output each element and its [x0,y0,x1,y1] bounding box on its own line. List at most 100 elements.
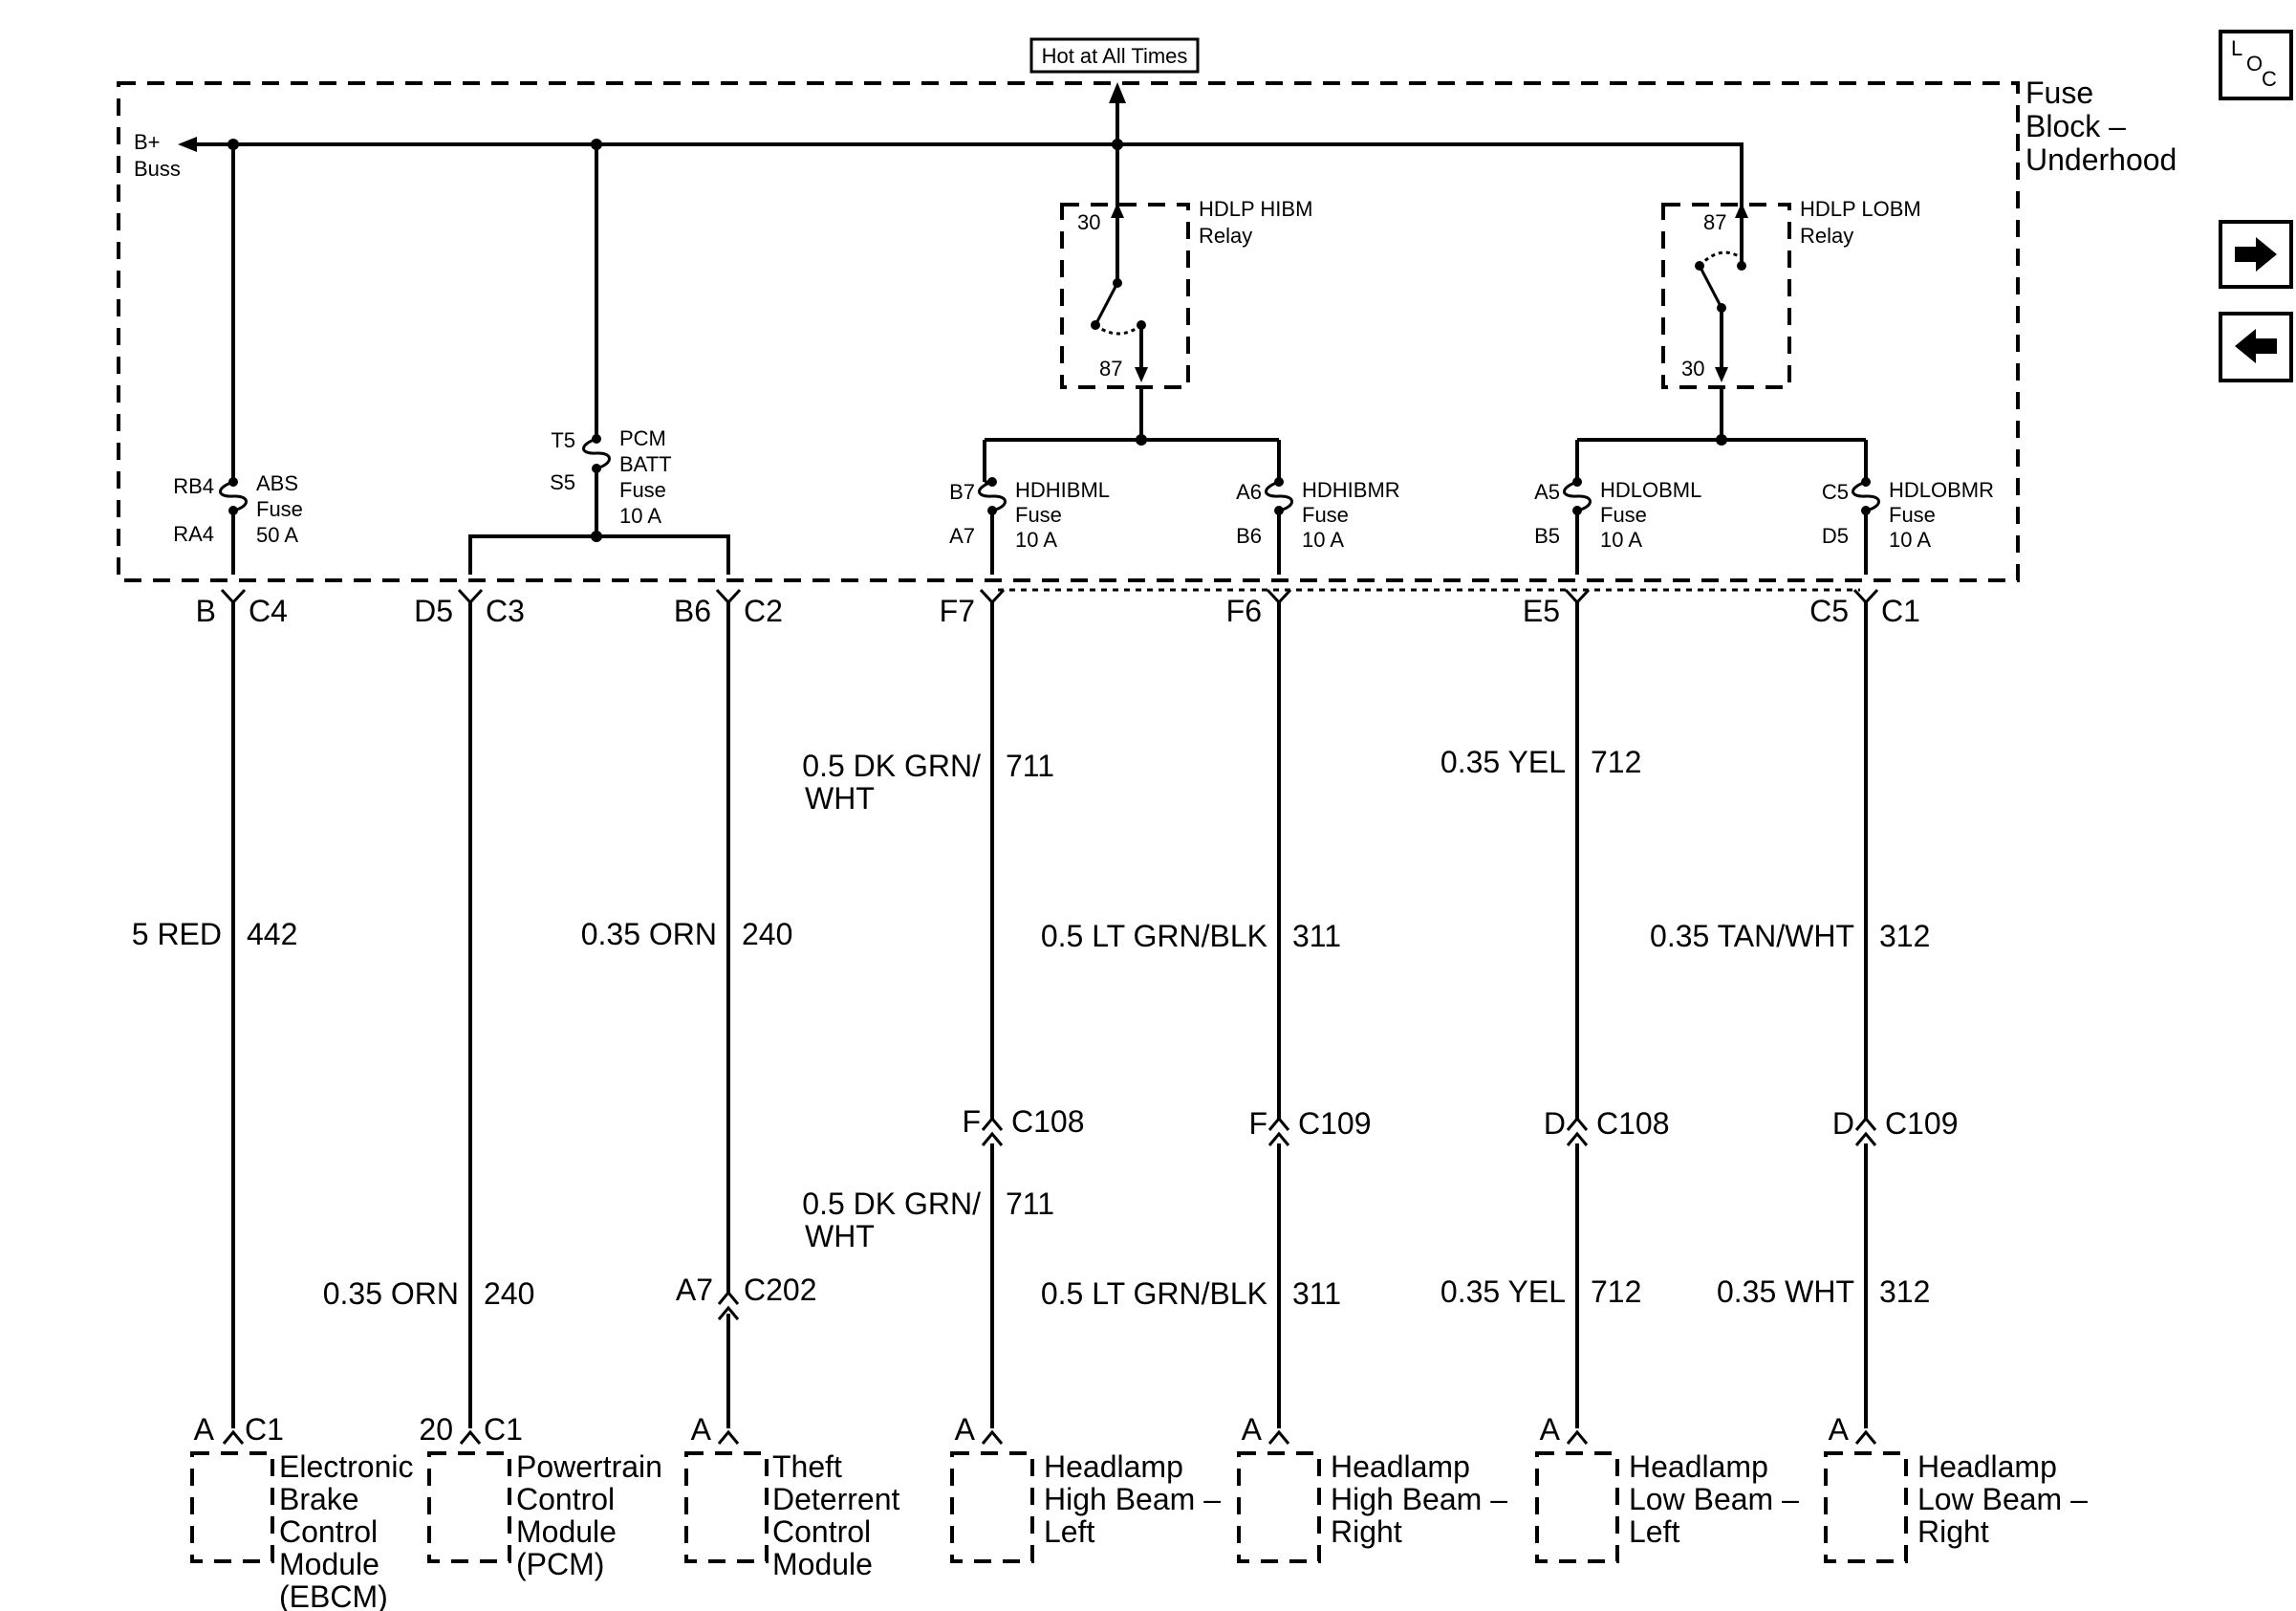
component-pin: A [1540,1412,1561,1447]
connector-c3: D5 C3 [414,588,525,628]
lobm-relay-pin-top: 87 [1703,210,1726,234]
hdlobml-pin-top: A5 [1534,480,1560,504]
hdhibmr-fuse-icon [1265,480,1293,512]
hdlp-hibm-relay-box [1060,203,1190,389]
next-page-button[interactable] [2219,220,2293,289]
connector-name: C1 [1881,594,1920,628]
pcm-fuse-name-1: PCM [619,426,666,450]
connector-name: C109 [1298,1106,1372,1141]
previous-page-button[interactable] [2219,312,2293,382]
abs-fuse-icon [219,480,248,512]
hdhibmr-rating: 10 A [1302,528,1344,552]
component-pin: A [955,1412,976,1447]
component-name-4: (PCM) [516,1547,604,1581]
inline-connector-c202: A7 C202 [676,1273,817,1320]
hdhibml-fuse-icon [978,480,1007,512]
wire-240-lower-spec: 0.35 ORN [323,1276,459,1311]
component-name-4: Module [279,1547,379,1581]
loc-button[interactable]: L O C [2219,30,2293,100]
lobm-relay-pin-bottom: 30 [1681,357,1704,381]
component-ebcm: A C1 Electronic Brake Control Module (EB… [190,1412,414,1611]
hdlobmr-rating: 10 A [1889,528,1931,552]
lobm-relay-dashed-arc [1698,250,1743,268]
component-name-1: Headlamp [1629,1449,1768,1484]
inline-connector-c109-low: D C109 [1832,1106,1959,1146]
component-name-3: Control [772,1514,871,1549]
splice-dot [591,531,602,542]
component-name-3: Right [1917,1514,1989,1549]
connector-pin: C5 [1809,594,1849,628]
connector-pin: B6 [674,594,711,628]
component-connector: C1 [484,1412,523,1447]
wire-711-lower-circuit: 711 [1006,1186,1054,1221]
component-name-2: Deterrent [772,1482,900,1516]
buss-label-2: Buss [134,157,181,181]
wire-311-circuit: 311 [1292,919,1341,953]
connector-pin: A7 [676,1273,713,1307]
hdlobmr-type: Fuse [1889,503,1936,527]
wire-240-spec: 0.35 ORN [581,917,717,951]
wire-312-circuit: 312 [1879,919,1930,953]
component-name-1: Headlamp [1331,1449,1470,1484]
component-name-3: Right [1331,1514,1402,1549]
hdhibmr-type: Fuse [1302,503,1349,527]
hdhibmr-pin-bottom: B6 [1236,524,1262,548]
component-pin: A [691,1412,712,1447]
hibm-relay-exit [983,387,1281,482]
component-pin: A [1242,1412,1263,1447]
buss-arrow-icon [178,137,197,152]
hdlobml-rating: 10 A [1600,528,1642,552]
pcm-fuse-name-2: BATT [619,452,672,476]
splice-dot [1112,139,1123,150]
component-name-3: Module [516,1514,617,1549]
component-pcm: 20 C1 Powertrain Control Module (PCM) [419,1412,662,1581]
wire-311-lower-spec: 0.5 LT GRN/BLK [1041,1276,1267,1311]
hot-arrow-icon [1109,82,1126,103]
hibm-relay-dashed-arc [1094,323,1142,336]
abs-fuse-type: Fuse [256,497,303,521]
hdlobmr-pin-bottom: D5 [1822,524,1849,548]
connector-pin: D [1832,1106,1854,1141]
pcm-fuse-rating: 10 A [619,504,661,528]
component-connector: C1 [245,1412,284,1447]
inline-connector-c108-low: D C108 [1544,1106,1670,1146]
hdlp-lobm-relay-box [1661,203,1791,389]
hdlobmr-pin-top: C5 [1822,480,1849,504]
hdhibml-pin-bottom: A7 [949,524,975,548]
connector-pin: B [196,594,216,628]
component-name-2: High Beam – [1044,1482,1221,1516]
wire-711-spec-1: 0.5 DK GRN/ [802,749,981,783]
component-name-1: Electronic [279,1449,414,1484]
hibm-output-arrow-icon [1135,367,1148,382]
hdhibml-pin-top: B7 [949,480,975,504]
wire-312-spec: 0.35 TAN/WHT [1650,919,1854,953]
buss-label-1: B+ [134,130,161,154]
wire-712-circuit: 712 [1591,745,1641,779]
abs-fuse-pin-bottom: RA4 [173,522,214,546]
loc-letter-l: L [2231,36,2242,60]
hdhibml-type: Fuse [1015,503,1062,527]
connector-pin: D [1544,1106,1566,1141]
connector-pin: D5 [414,594,453,628]
component-pin: 20 [419,1412,453,1447]
hdlobml-name: HDLOBML [1600,478,1701,502]
connector-pin: F7 [940,594,975,628]
abs-fuse-pin-top: RB4 [173,474,214,498]
abs-fuse-name: ABS [256,471,298,495]
component-name-1: Headlamp [1044,1449,1183,1484]
b-plus-buss-line [186,142,1744,187]
hot-at-all-times-box [1029,37,1200,74]
wire-311-spec: 0.5 LT GRN/BLK [1041,919,1267,953]
fuse-block-outline [117,81,2020,582]
relay-contact-dot [1737,261,1746,271]
wire-240-circuit: 240 [742,917,792,951]
connector-name: C108 [1011,1104,1085,1139]
lobm-relay-name: HDLP LOBM [1800,197,1921,221]
hibm-contact-arrow-icon [1111,203,1124,218]
wire-711-spec-2: WHT [805,781,875,816]
lobm-relay-switch [1698,265,1723,309]
hdlobml-fuse-icon [1563,480,1592,512]
component-name-5: (EBCM) [279,1579,388,1611]
pcm-split-wire [468,534,730,575]
